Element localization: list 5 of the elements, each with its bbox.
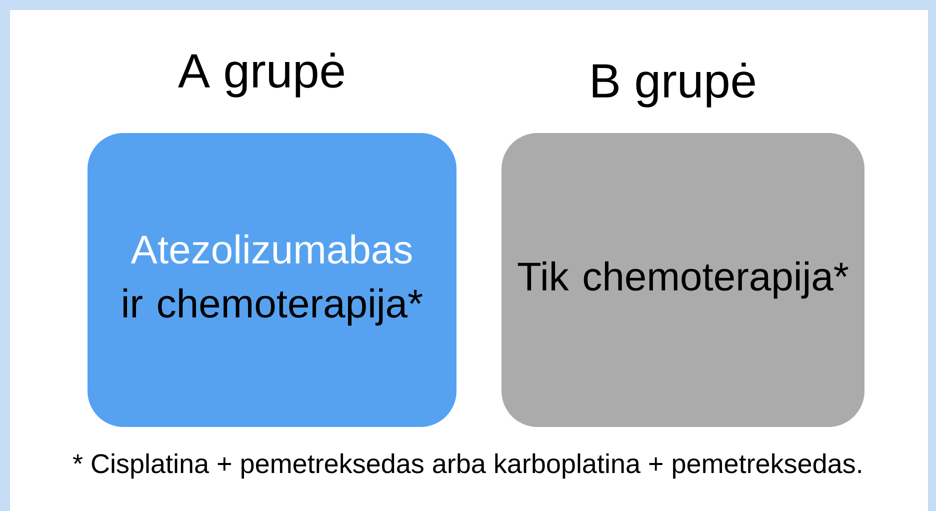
group-box: Atezolizumabas ir chemoterapija*: [88, 133, 456, 427]
group-heading: A grupė: [178, 52, 344, 98]
group-heading: B grupė: [592, 62, 755, 108]
footnote: * Cisplatina + pemetreksedas arba karboplatina + pemetreksedas.: [72, 453, 861, 479]
group-box: Tik chemoterapija*: [502, 133, 865, 427]
